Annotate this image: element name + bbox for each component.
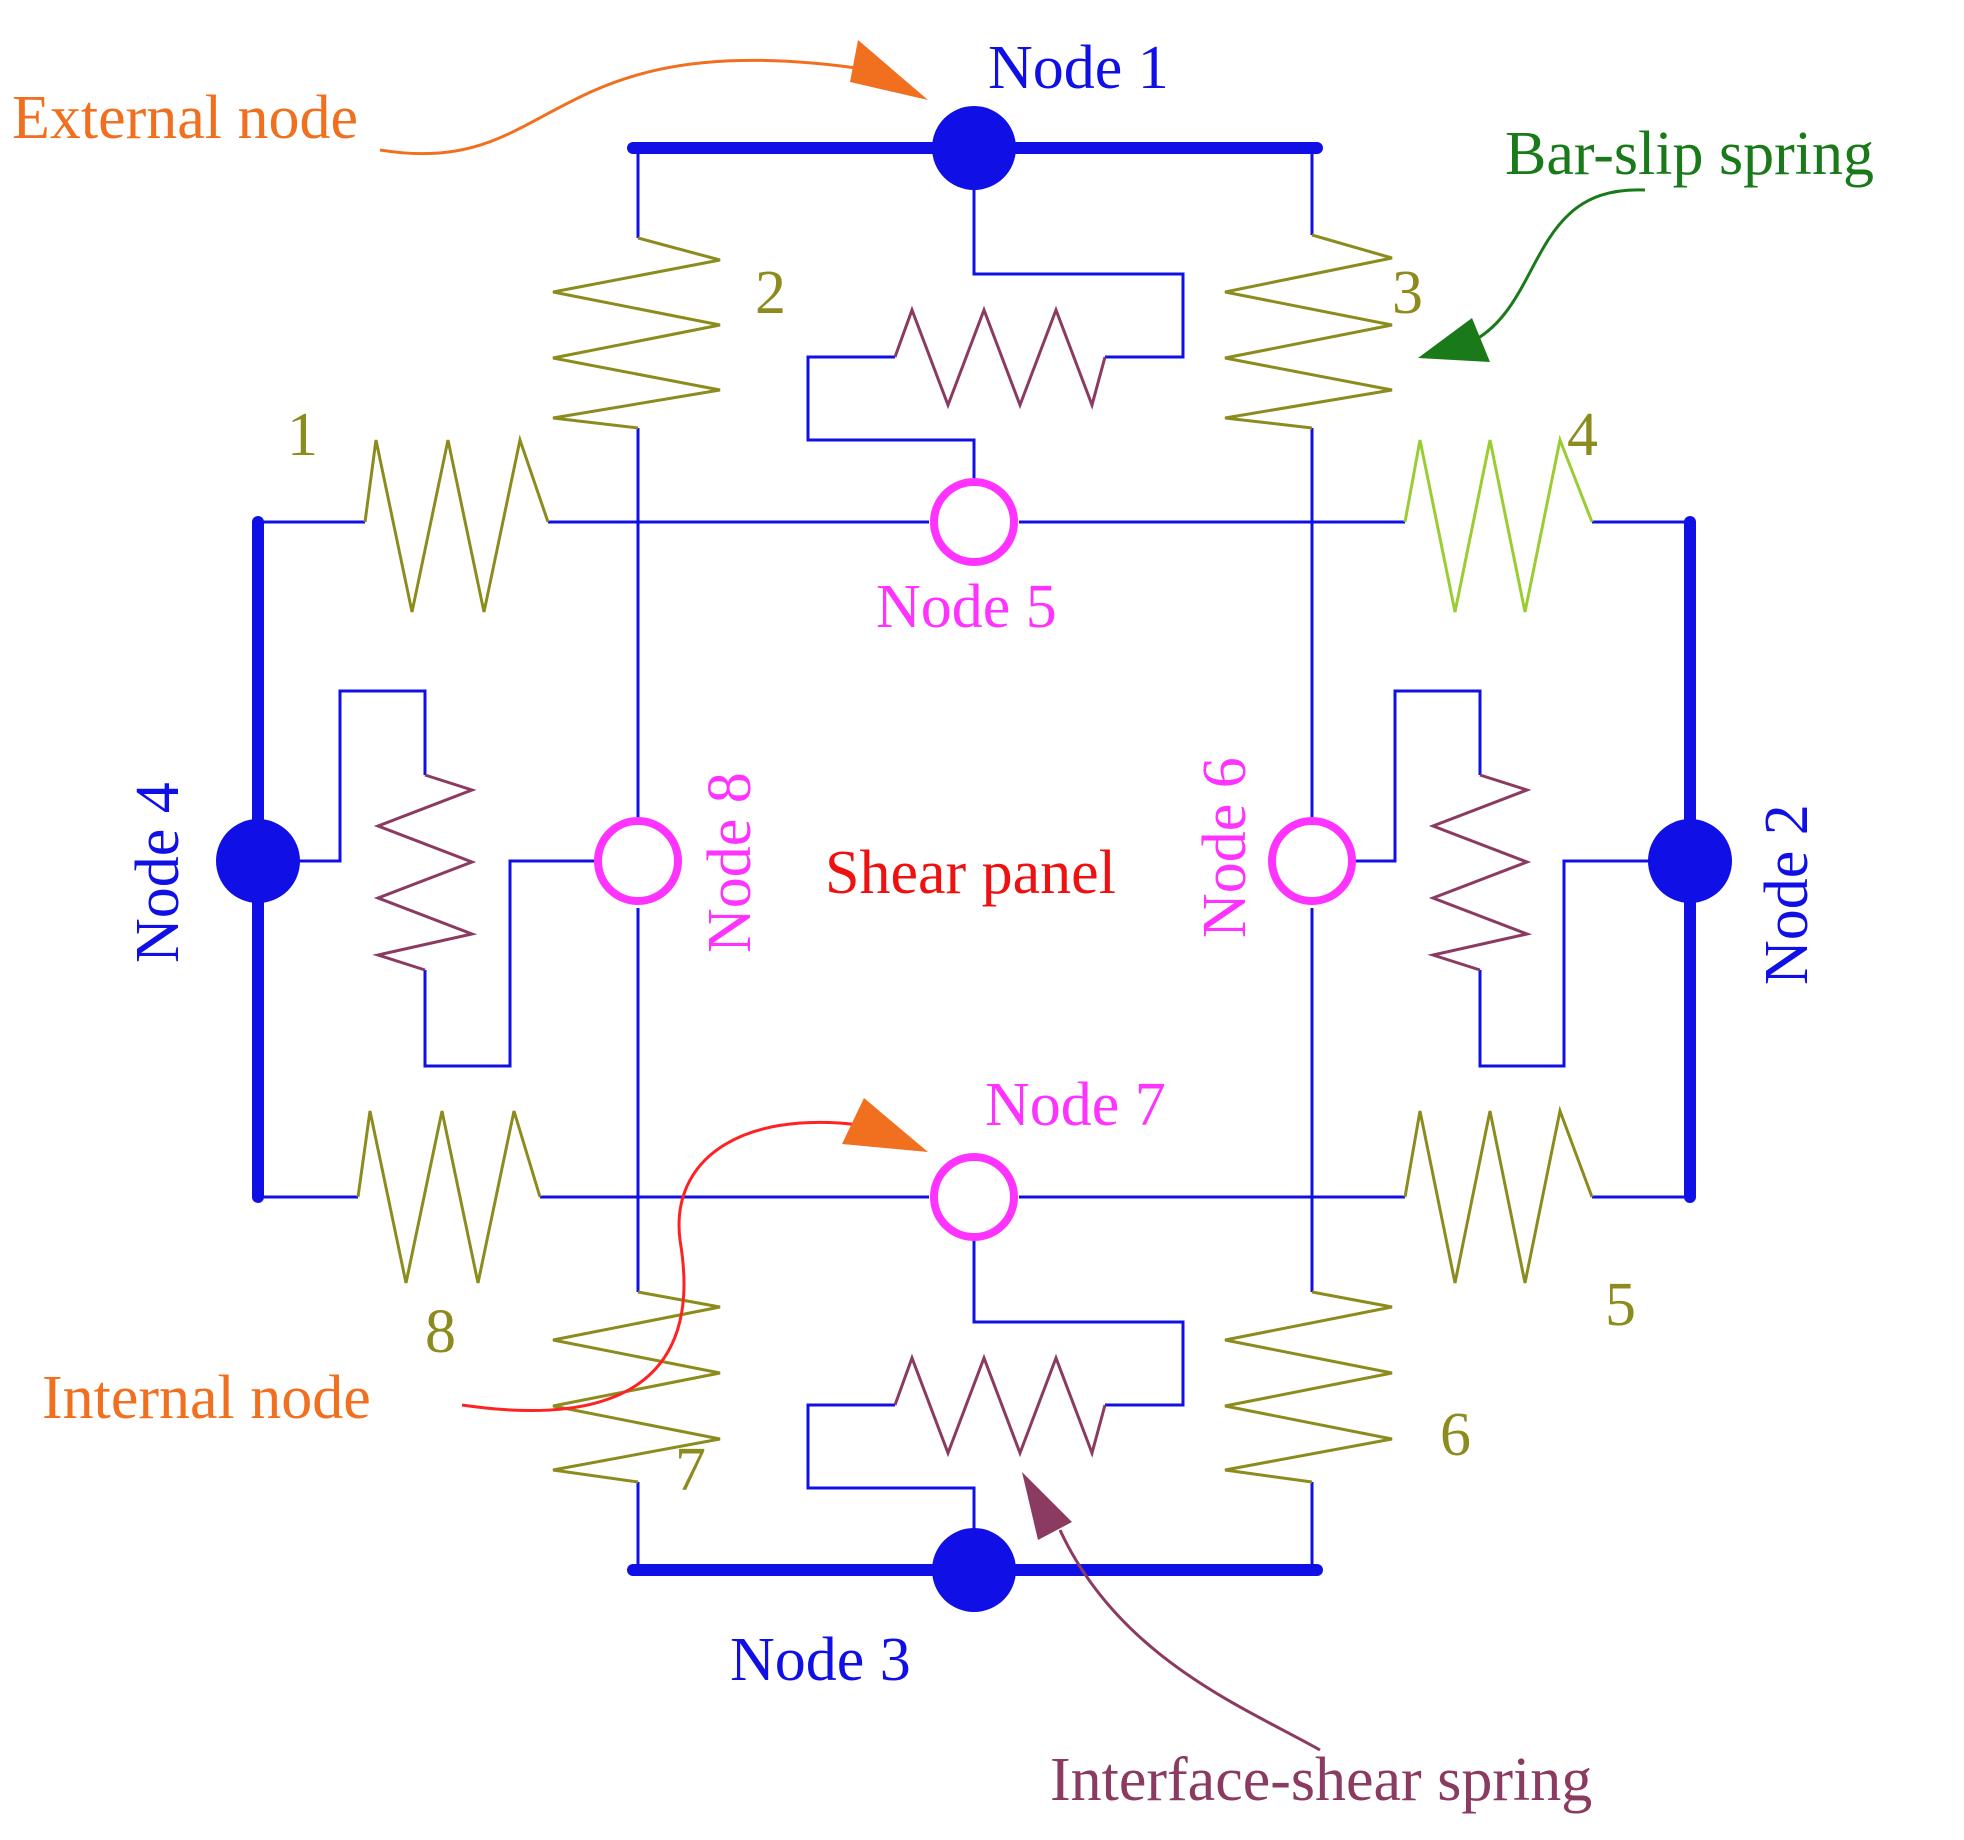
node-6-label: Node 6 [1191, 757, 1259, 938]
bar-slip-spring-7 [552, 1290, 721, 1484]
right-interface-connector [1354, 689, 1690, 1068]
interface-shear-spring-bottom [893, 1353, 1107, 1458]
bar-slip-spring-callout: Bar-slip spring [1505, 120, 1874, 188]
node-2-label: Node 2 [1753, 804, 1821, 985]
bar-slip-spring-5 [1403, 1105, 1594, 1284]
spring-number-5: 5 [1605, 1271, 1636, 1339]
nodes [216, 106, 1732, 1612]
node-3-label: Node 3 [730, 1626, 911, 1694]
interface-shear-spring-top [893, 305, 1107, 410]
node-4-label: Node 4 [124, 782, 192, 963]
node-1-label: Node 1 [988, 34, 1169, 102]
internal-node-callout: Internal node [42, 1364, 371, 1432]
labels: Node 1 Node 3 Node 4 Node 2 Node 5 Node … [12, 34, 1874, 1814]
callout-arrows [379, 40, 1646, 1752]
external-node-arrowhead [850, 40, 928, 100]
external-node-2 [1648, 819, 1732, 903]
spring-number-8: 8 [425, 1298, 456, 1366]
interface-shear-spring-callout: Interface-shear spring [1050, 1746, 1592, 1814]
spring-number-3: 3 [1392, 259, 1423, 327]
bar-slip-spring-8 [356, 1110, 542, 1284]
internal-node-arrow-line [461, 1120, 861, 1412]
top-interface-connector [806, 148, 1185, 480]
external-node-3 [932, 1528, 1016, 1612]
spring-number-4: 4 [1567, 401, 1598, 469]
shear-panel-label: Shear panel [825, 839, 1116, 907]
interface-shear-spring-right [1427, 773, 1533, 972]
bar-slip-spring-3 [1224, 233, 1393, 430]
external-node-4 [216, 819, 300, 903]
spring-number-2: 2 [755, 259, 786, 327]
internal-node-5 [930, 478, 1018, 566]
node-8-label: Node 8 [696, 772, 764, 953]
interface-shear-springs [372, 305, 1533, 1458]
internal-node-arrowhead [842, 1098, 928, 1152]
bar-slip-arrow-line [1474, 188, 1646, 342]
internal-node-7 [930, 1153, 1018, 1241]
interface-shear-arrowhead [1022, 1472, 1072, 1540]
spring-number-6: 6 [1440, 1401, 1471, 1469]
interface-shear-spring-left [372, 773, 478, 972]
external-node-arrow-line [379, 58, 871, 156]
interface-shear-arrow-line [1058, 1529, 1321, 1752]
spring-number-1: 1 [287, 401, 318, 469]
frame-lines [258, 148, 1690, 1570]
node-5-label: Node 5 [876, 573, 1057, 641]
bar-slip-spring-2 [552, 236, 721, 430]
bar-slip-arrowhead [1418, 318, 1490, 362]
node-7-label: Node 7 [985, 1071, 1166, 1139]
internal-node-6 [1268, 817, 1356, 905]
bottom-interface-connector [806, 1239, 1185, 1535]
internal-node-8 [594, 817, 682, 905]
bar-slip-spring-4 [1403, 434, 1594, 613]
external-node-callout: External node [12, 84, 358, 152]
external-node-1 [932, 106, 1016, 190]
bar-slip-springs [356, 233, 1594, 1484]
bar-slip-spring-6 [1224, 1290, 1393, 1484]
spring-number-7: 7 [675, 1436, 706, 1504]
left-interface-connector [258, 689, 596, 1068]
bar-slip-spring-1 [363, 434, 550, 613]
